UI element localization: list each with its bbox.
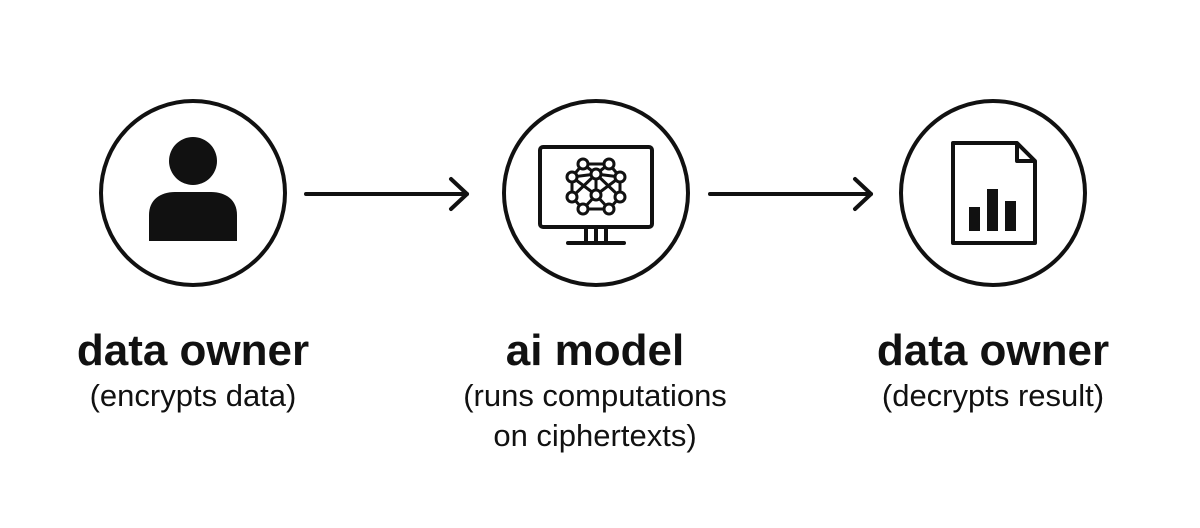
- node-title: data owner: [76, 326, 310, 375]
- data-owner-decrypt-label: data owner (decrypts result): [813, 326, 1173, 416]
- node-subtitle: (encrypts data): [89, 378, 297, 413]
- right-arrow-icon: [708, 177, 873, 211]
- node-subtitle-line-2: on ciphertexts): [493, 418, 697, 453]
- node-subtitle: (decrypts result): [881, 378, 1105, 413]
- data-owner-encrypt-label: data owner (encrypts data): [13, 326, 373, 416]
- ai-model-node: [502, 99, 690, 287]
- ai-model-label: ai model (runs computations on ciphertex…: [415, 326, 775, 456]
- person-icon: [149, 137, 237, 241]
- right-arrow-icon: [304, 177, 469, 211]
- flow-arrow-1: [302, 174, 477, 214]
- node-title: data owner: [876, 326, 1110, 375]
- data-owner-decrypt-node: [899, 99, 1087, 287]
- monitor-neural-network-icon: [538, 145, 654, 245]
- node-subtitle-line-1: (runs computations: [463, 378, 727, 413]
- document-bar-chart-icon: [951, 141, 1037, 245]
- flow-arrow-2: [706, 174, 881, 214]
- data-owner-encrypt-node: [99, 99, 287, 287]
- node-title: ai model: [505, 326, 685, 375]
